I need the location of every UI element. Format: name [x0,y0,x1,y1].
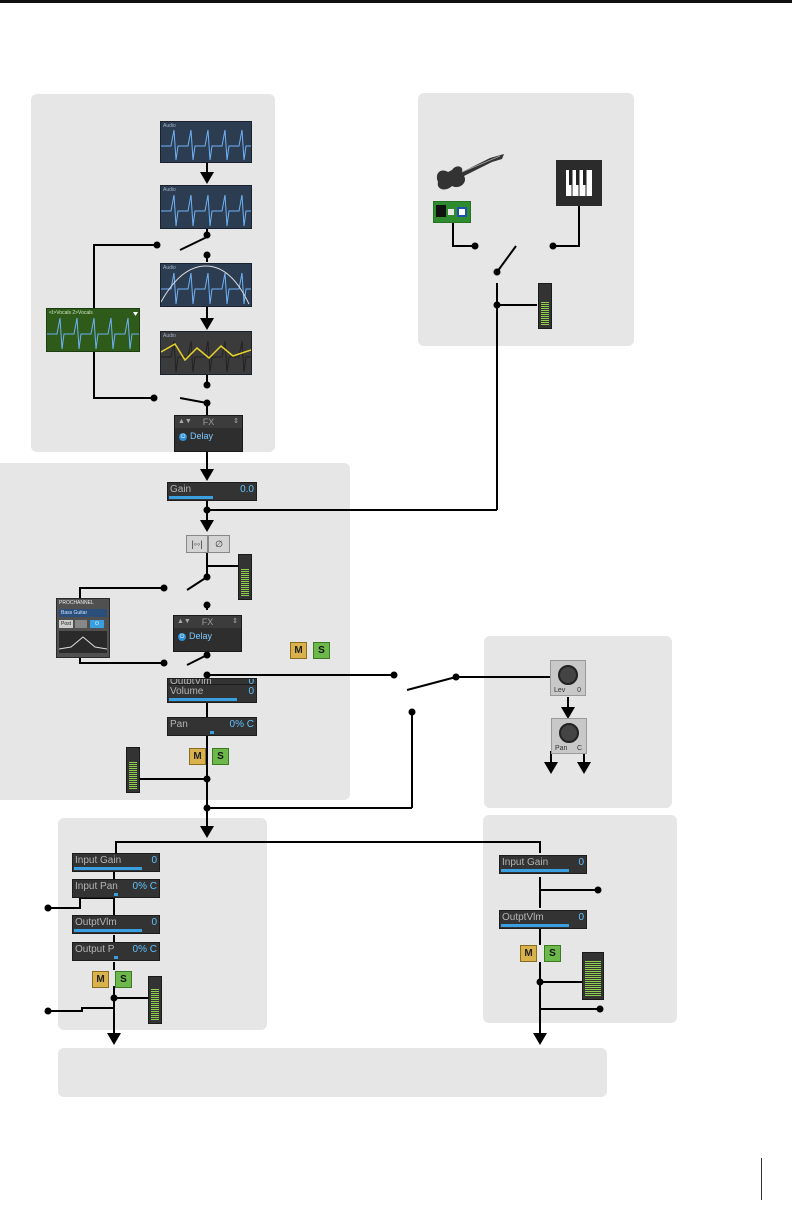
send-level-knob[interactable]: Lev 0 [550,660,586,696]
audio-clip-3[interactable]: Audio [160,263,252,307]
clip-name: Audio [163,187,176,193]
clip-name: Audio [163,333,176,339]
solo-button-2[interactable]: S [212,748,229,765]
track-output-meter [126,747,140,793]
prochannel-preset[interactable]: Bass Guitar [59,609,107,617]
top-rule [0,0,792,3]
interleave-button[interactable]: |◦◦| [186,535,208,553]
waveform [161,340,251,373]
audio-clip-2[interactable]: Audio [160,185,252,229]
bus-right-mute-button[interactable]: M [520,945,537,962]
bus-left-input-pan-indicator [114,893,118,896]
prochannel-power-icon[interactable]: ⏻ [90,620,104,628]
bus-left-output-pan-indicator [114,956,118,959]
piano-keys [566,170,592,196]
bus-left-input-gain-bar [74,867,142,870]
clip-fx-bin[interactable]: ▲▼FX⇕ ⏻Delay [174,415,243,452]
pan-indicator [210,731,214,734]
input-meter [538,283,552,329]
bus-left-meter [148,976,162,1024]
power-icon[interactable]: ⏻ [179,432,187,441]
master-panel [58,1048,607,1097]
bus-left-output-pan[interactable]: Output P 0% C [72,942,160,961]
bus-right-meter [582,952,604,1000]
mute-button[interactable]: M [290,642,307,659]
waveform [161,129,251,161]
midi-keyboard-icon [556,160,602,206]
fx-header: ▲▼FX⇕ [174,616,241,628]
bus-left-output-volume-bar [74,929,142,932]
volume-control[interactable]: Volume 0 [167,684,257,703]
gain-control[interactable]: Gain 0.0 [167,482,257,501]
send-pan-knob[interactable]: Pan C [551,718,587,754]
prochannel[interactable]: PROCHANNEL Bass Guitar Post ⏻ [56,598,110,658]
bus-right-output-volume-bar [501,924,569,927]
prochannel-eq-graph [58,631,108,653]
clip-name: <I>Vocals 2>Vocals [49,310,93,316]
guitar-icon [436,154,504,190]
audio-interface-icon [433,201,471,223]
solo-button[interactable]: S [313,642,330,659]
pan-control[interactable]: Pan 0% C [167,717,257,736]
track-input-meter [238,554,252,600]
phase-button[interactable]: ∅ [208,535,230,553]
waveform [47,312,139,350]
bus-left-solo-button[interactable]: S [115,971,132,988]
bus-right-input-gain-bar [501,869,569,872]
clip-name: Audio [163,265,176,271]
fx-item-delay[interactable]: ⏻Delay [179,431,214,441]
bus-right-output-volume[interactable]: OutptVlm 0 [499,910,587,929]
waveform [161,194,251,227]
knob-icon [558,665,578,685]
prochannel-post-button[interactable]: Post [59,620,73,628]
bus-left-input-pan[interactable]: Input Pan 0% C [72,879,160,898]
bus-left-mute-button[interactable]: M [92,971,109,988]
mute-button-2[interactable]: M [189,748,206,765]
knob-icon [559,723,579,743]
waveform [161,265,251,305]
page-margin-rule [761,1158,762,1200]
comp-clip[interactable]: <I>Vocals 2>Vocals [46,308,140,352]
gain-bar [169,496,213,499]
audio-clip-4[interactable]: Audio [160,331,252,375]
clip-name: Audio [163,123,176,129]
fx-item-delay[interactable]: ⏻Delay [178,631,213,641]
bus-right-input-gain[interactable]: Input Gain 0 [499,855,587,874]
prochannel-mode-button[interactable] [75,620,87,628]
eq-curve [58,636,108,650]
track-fx-bin[interactable]: ▲▼FX⇕ ⏻Delay [173,615,242,652]
volume-bar [169,698,237,701]
bus-left-input-gain[interactable]: Input Gain 0 [72,853,160,872]
audio-clip-1[interactable]: Audio [160,121,252,163]
power-icon[interactable]: ⏻ [178,632,186,641]
fx-header: ▲▼FX⇕ [175,416,242,428]
bus-right-solo-button[interactable]: S [544,945,561,962]
bus-left-output-volume[interactable]: OutptVlm 0 [72,915,160,934]
